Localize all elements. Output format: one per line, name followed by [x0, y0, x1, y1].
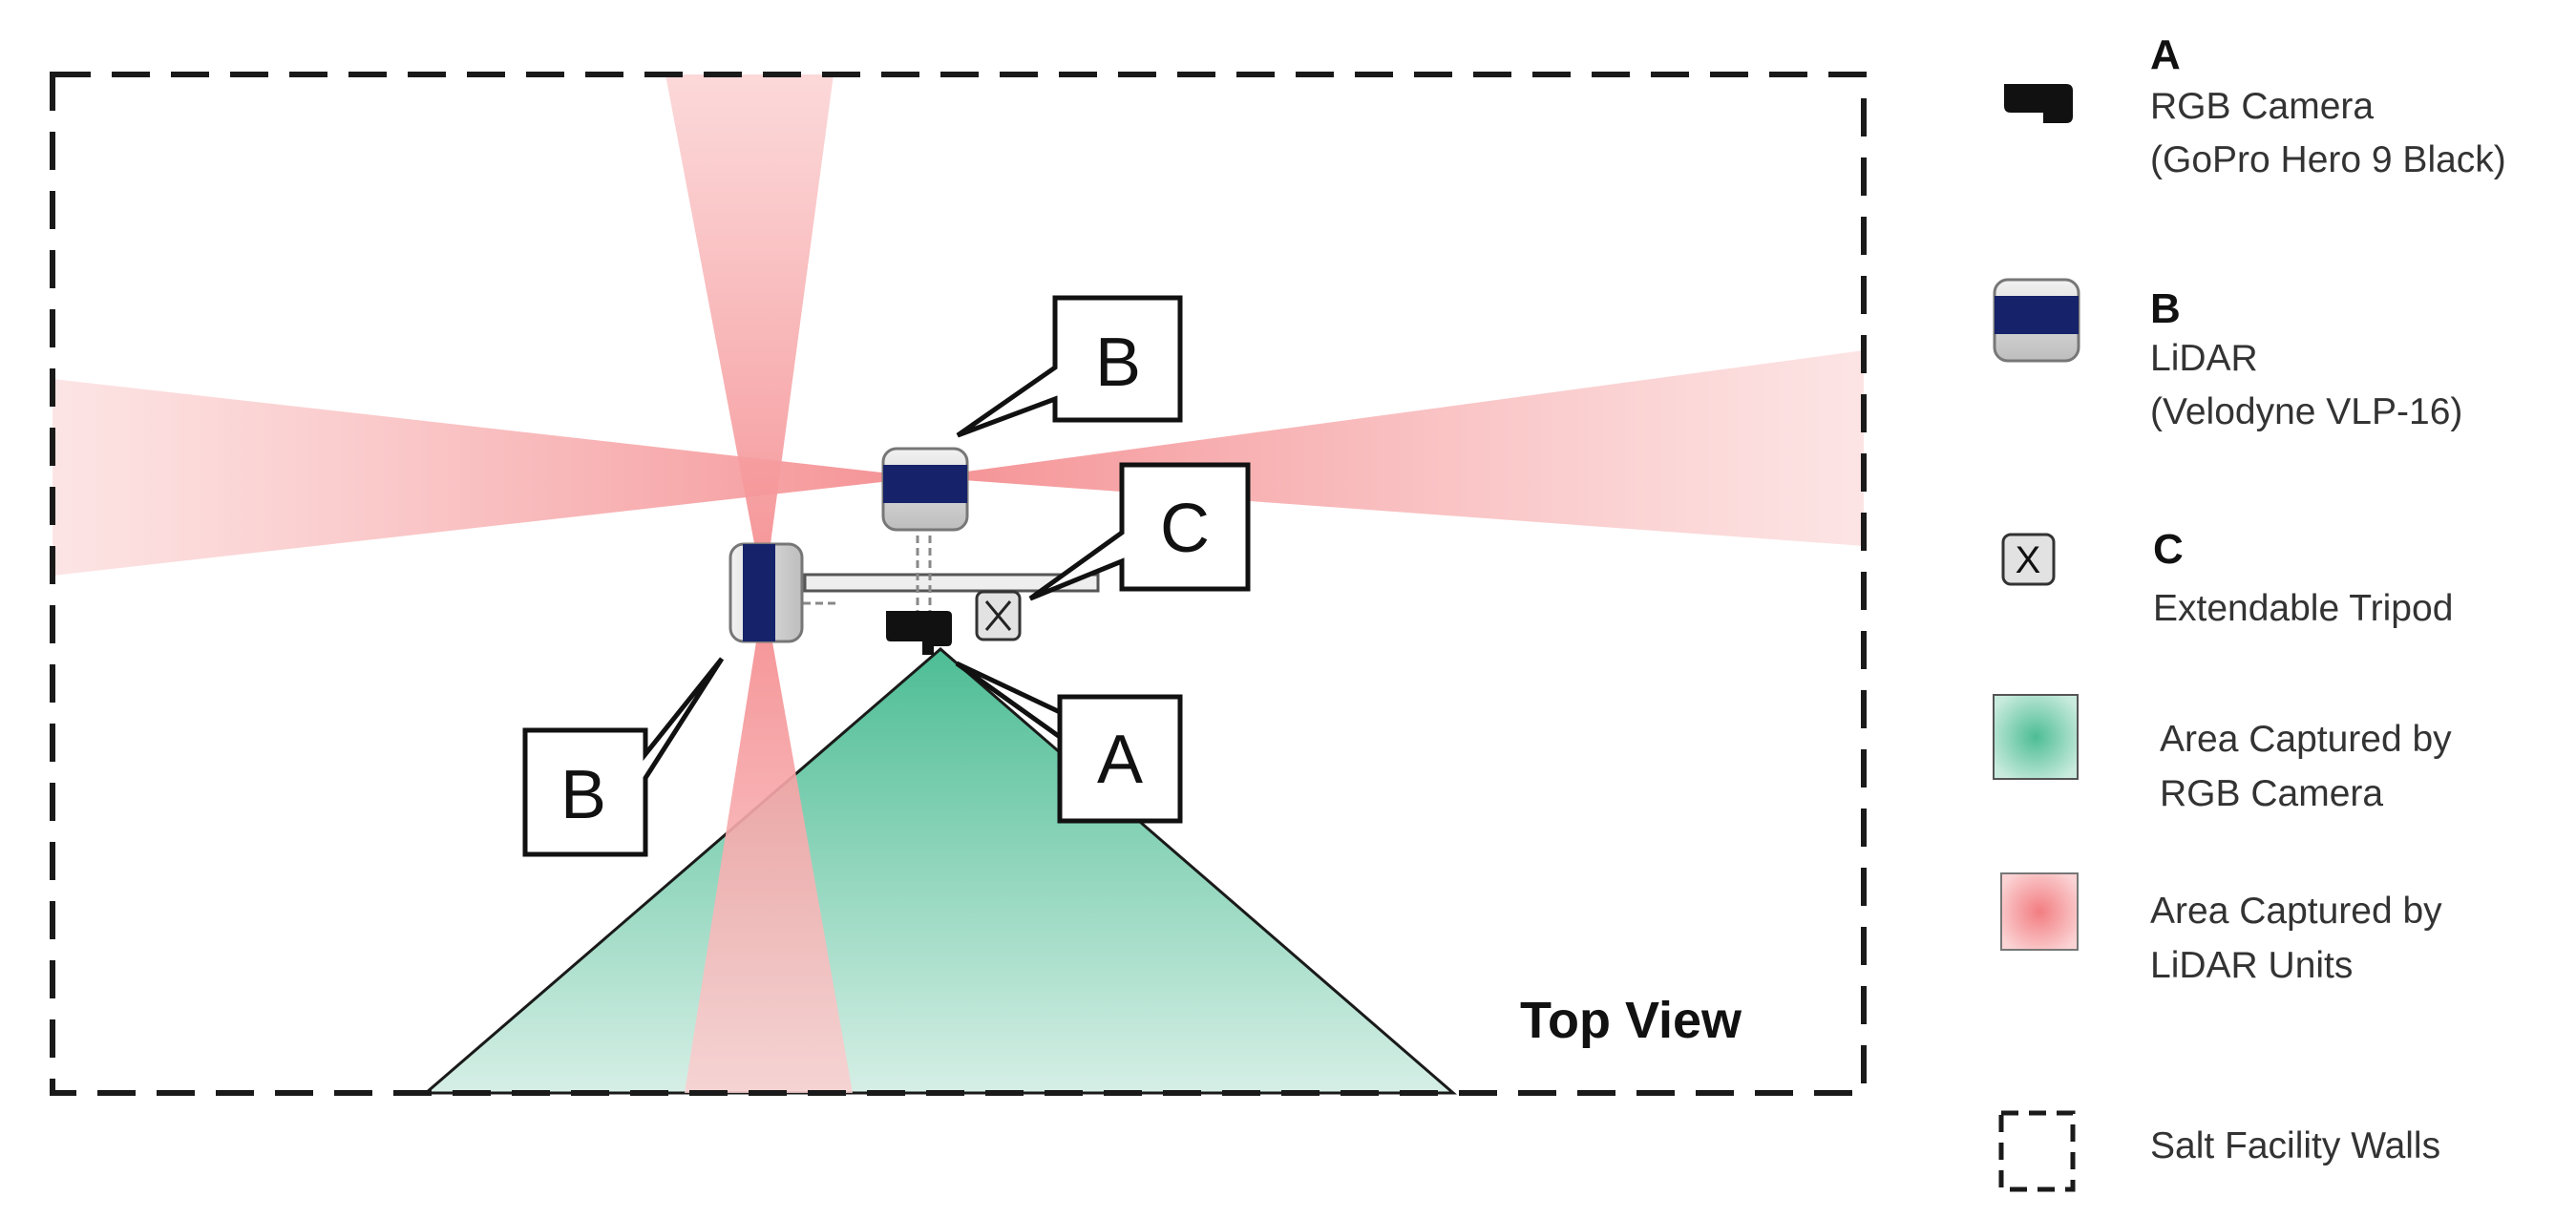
red-swatch-icon: [2000, 872, 2079, 951]
legend-camera-line1: RGB Camera: [2150, 86, 2374, 127]
lidar-unit-left: [728, 542, 804, 643]
legend-lidar-area-line1: Area Captured by: [2150, 891, 2442, 932]
lidar-icon: [1993, 278, 2080, 363]
legend-tripod-key: C: [2153, 526, 2184, 573]
dashed-square-icon: [1998, 1110, 2076, 1192]
legend-lidar-area-line2: LiDAR Units: [2150, 945, 2353, 986]
lidar-beam-down: [685, 594, 853, 1093]
tripod-marker: [975, 590, 1022, 641]
legend-tripod-line1: Extendable Tripod: [2153, 588, 2453, 629]
svg-text:X: X: [2016, 539, 2041, 581]
mount-link-left: [798, 594, 840, 605]
legend-walls-line1: Salt Facility Walls: [2150, 1125, 2440, 1166]
legend-camera-key: A: [2150, 32, 2181, 78]
camera-capture-area: [421, 647, 1458, 1095]
legend: A RGB Camera (GoPro Hero 9 Black) B LiDA…: [1993, 32, 2506, 1192]
rgb-camera: [886, 611, 952, 655]
legend-lidar-line1: LiDAR: [2150, 338, 2258, 379]
callout-b-top-letter: B: [1095, 325, 1141, 401]
lidar-unit-top: [881, 447, 969, 532]
facility-walls: [50, 72, 1867, 1096]
legend-lidar-line2: (Velodyne VLP-16): [2150, 391, 2462, 432]
lidar-beam-left: [53, 379, 924, 576]
callout-a-letter: A: [1097, 722, 1143, 798]
legend-camera-area-line2: RGB Camera: [2160, 773, 2383, 814]
legend-camera-area-line1: Area Captured by: [2160, 719, 2452, 760]
lidar-beam-right: [924, 350, 1864, 546]
tripod-x-icon: X: [2001, 533, 2056, 586]
top-view-label: Top View: [1520, 992, 1742, 1049]
legend-lidar-key: B: [2150, 285, 2181, 332]
green-swatch-icon: [1993, 694, 2079, 780]
lidar-beam-up: [665, 74, 834, 594]
callout-b-left: B: [522, 657, 725, 857]
callout-b-top: B: [956, 295, 1183, 438]
legend-camera-line2: (GoPro Hero 9 Black): [2150, 139, 2506, 180]
callout-c: C: [1028, 462, 1251, 601]
callout-c-letter: C: [1160, 491, 1210, 567]
tripod-arm: [803, 573, 1100, 593]
callout-a: A: [955, 661, 1183, 824]
camera-icon: [2004, 84, 2073, 123]
callout-b-left-letter: B: [560, 757, 606, 833]
